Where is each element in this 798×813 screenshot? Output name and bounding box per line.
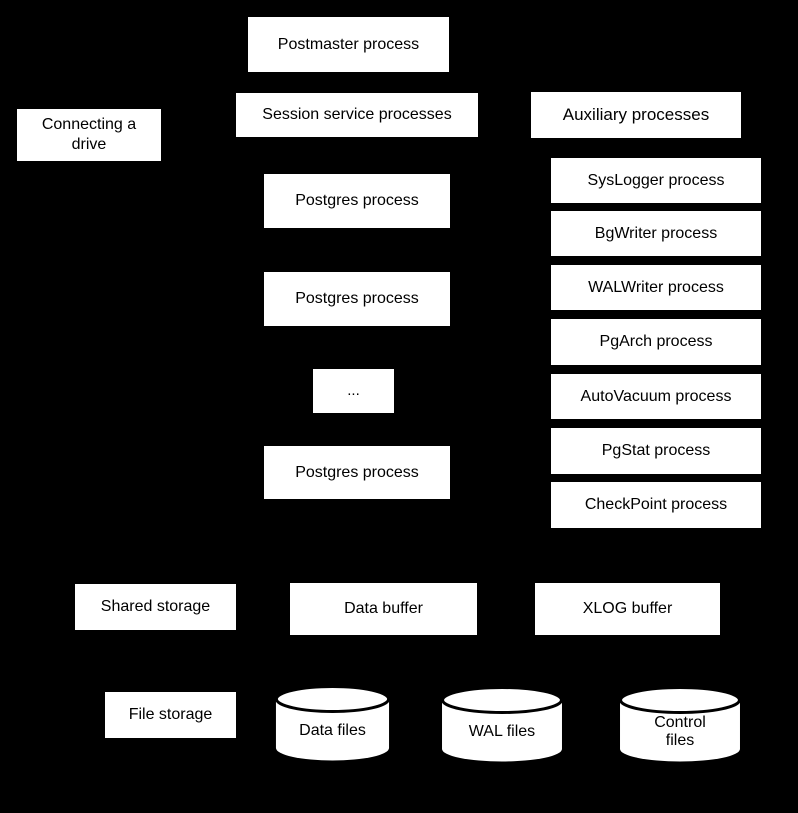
- node-autovacuum-process: AutoVacuum process: [551, 374, 761, 419]
- node-ellipsis: ...: [313, 369, 394, 413]
- cylinder-label: Control files: [654, 713, 706, 749]
- node-pgstat-process: PgStat process: [551, 428, 761, 474]
- database-cylinder-icon: [441, 686, 563, 762]
- node-postgres-process-1: Postgres process: [264, 174, 450, 228]
- node-checkpoint-process: CheckPoint process: [551, 482, 761, 528]
- node-session-service-processes: Session service processes: [236, 93, 478, 137]
- node-data-buffer: Data buffer: [290, 583, 477, 635]
- node-postgres-process-2: Postgres process: [264, 272, 450, 326]
- node-pgarch-process: PgArch process: [551, 319, 761, 365]
- database-cylinder-icon: [619, 686, 741, 762]
- node-xlog-buffer: XLOG buffer: [535, 583, 720, 635]
- node-connecting-a-drive: Connecting a drive: [17, 109, 161, 161]
- database-cylinder-icon: [275, 685, 390, 761]
- node-file-storage: File storage: [105, 692, 236, 738]
- node-postgres-process-3: Postgres process: [264, 446, 450, 499]
- cylinder-label: Data files: [299, 721, 366, 739]
- node-auxiliary-processes: Auxiliary processes: [531, 92, 741, 138]
- node-postmaster-process: Postmaster process: [248, 17, 449, 72]
- node-bgwriter-process: BgWriter process: [551, 211, 761, 256]
- cylinder-label: WAL files: [468, 722, 536, 740]
- node-control-files: Control files: [619, 686, 741, 764]
- node-syslogger-process: SysLogger process: [551, 158, 761, 203]
- node-shared-storage: Shared storage: [75, 584, 236, 630]
- node-walwriter-process: WALWriter process: [551, 265, 761, 310]
- node-data-files: Data files: [275, 685, 390, 763]
- node-wal-files: WAL files: [441, 686, 563, 764]
